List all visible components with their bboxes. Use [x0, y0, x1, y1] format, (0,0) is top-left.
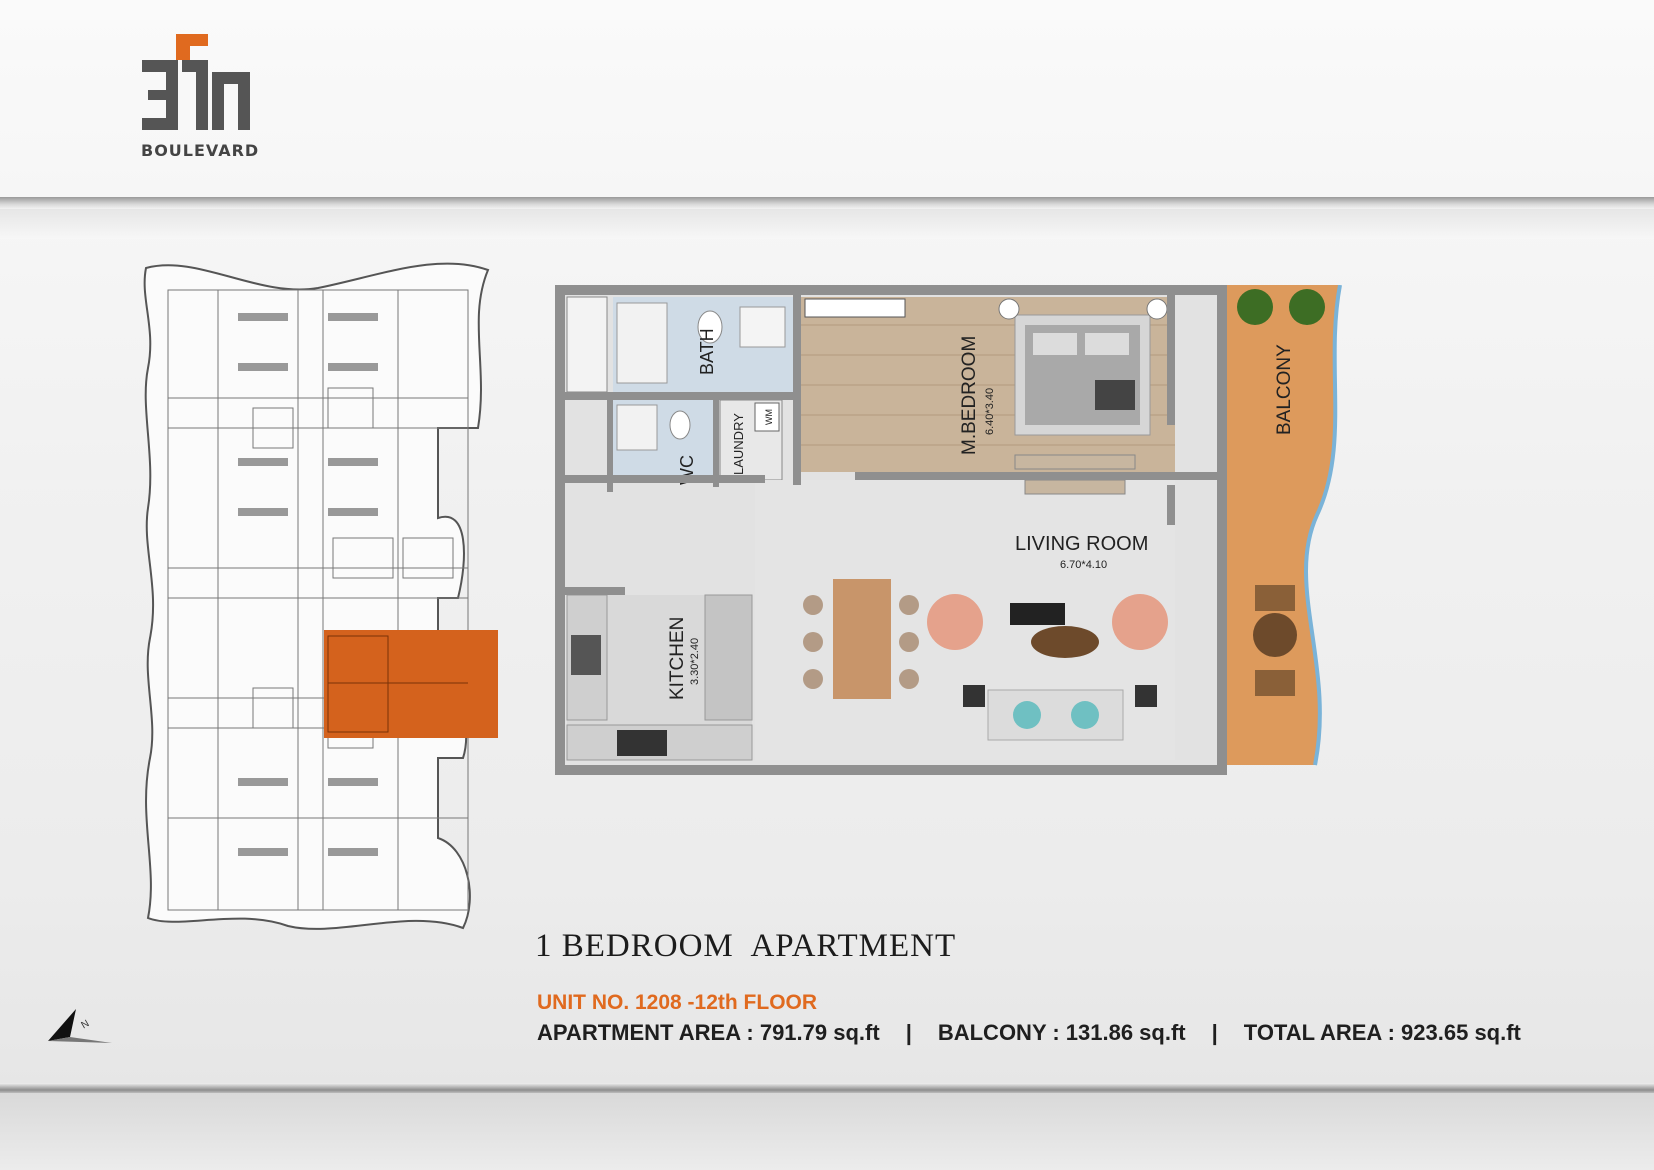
living-label: LIVING ROOM: [1015, 533, 1148, 555]
header-divider: [0, 197, 1654, 209]
area-separator: |: [905, 1020, 912, 1045]
floor-plan: BATH WC WM LAUNDRY M.BEDROOM 6.40*3.40 B…: [555, 285, 1342, 775]
kitchen-label: KITCHEN: [667, 617, 688, 700]
key-plan: [143, 262, 498, 930]
living-dim: 6.70*4.10: [1060, 559, 1107, 571]
kitchen-dim: 3.30*2.40: [689, 638, 701, 685]
balcony-label: BALCONY: [1274, 344, 1295, 435]
header-divider-shade: [0, 209, 1654, 239]
apartment-title: 1 BEDROOM APARTMENT: [535, 928, 957, 964]
wm-label: WM: [764, 409, 774, 425]
north-label: N: [80, 1018, 92, 1031]
unit-number: UNIT NO. 1208 -12th FLOOR: [537, 991, 818, 1014]
balcony-area: BALCONY : 131.86 sq.ft: [937, 1020, 1186, 1045]
bedroom-label: M.BEDROOM: [959, 336, 980, 455]
laundry-label: LAUNDRY: [731, 413, 746, 475]
area-separator: |: [1211, 1020, 1218, 1045]
brand-logo: [142, 34, 250, 130]
north-arrow-icon: N: [48, 1009, 112, 1043]
area-summary: APARTMENT AREA : 791.79 sq.ft | BALCONY …: [537, 1020, 1521, 1046]
apartment-area: APARTMENT AREA : 791.79 sq.ft: [537, 1020, 880, 1045]
footer-band: [0, 1093, 1654, 1170]
brand-wordmark: BOULEVARD: [141, 141, 260, 160]
total-area: TOTAL AREA : 923.65 sq.ft: [1243, 1020, 1521, 1045]
bath-label: BATH: [697, 328, 717, 375]
unit-highlight: [324, 630, 498, 738]
bedroom-dim: 6.40*3.40: [984, 388, 996, 435]
footer-divider: [0, 1083, 1654, 1093]
